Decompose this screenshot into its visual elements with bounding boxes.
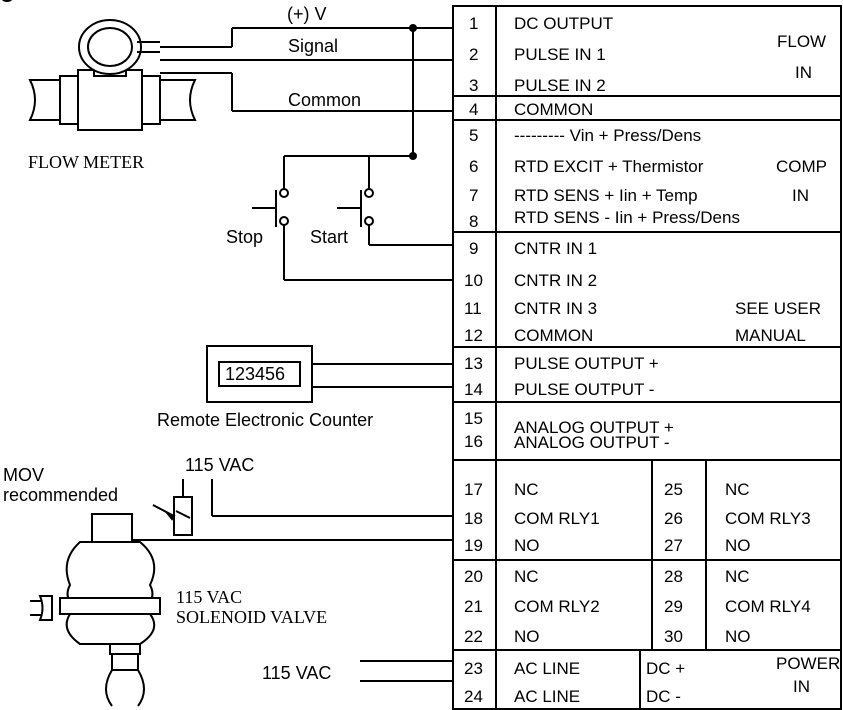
terminal-label: RTD EXCIT + Thermistor [514,157,704,176]
relay-number: 21 [464,597,483,616]
relay-label: COM RLY2 [514,597,600,616]
terminal-label: RTD SENS - Iin + Press/Dens [514,208,740,227]
common-label: Common [288,90,362,110]
terminal-label: PULSE IN 1 [514,45,606,64]
relay-number: 18 [464,509,483,528]
relay-number: 17 [464,480,483,499]
relay-label: COM RLY4 [725,597,811,616]
terminal-block-grid [452,5,842,710]
remote-counter-label: Remote Electronic Counter [157,410,374,430]
power-dc-label: DC - [646,687,681,706]
solenoid-label-1: 115 VAC [176,587,243,607]
terminal-number: 9 [469,239,479,258]
stop-label: Stop [226,227,264,247]
terminal-number: 11 [464,299,482,318]
terminal-number: 10 [464,271,483,290]
vac-bottom-label: 115 VAC [262,663,332,683]
power-number: 24 [464,687,483,706]
terminal-number: 4 [469,100,479,119]
relay-number: 29 [664,597,683,616]
relay-number: 19 [464,536,483,555]
terminal-number: 13 [464,354,483,373]
terminal-number: 15 [464,409,483,428]
relay-label: NC [725,567,750,586]
relay-number: 22 [464,627,483,646]
relay-label: NC [725,480,750,499]
terminal-label: ANALOG OUTPUT - [514,433,670,452]
stop-start-switches [252,188,374,227]
relay-number: 28 [664,567,683,586]
mov-label: MOV [3,465,45,485]
relay-label: COM RLY3 [725,509,811,528]
power-ac-label: AC LINE [514,687,581,706]
flow-meter-drawing [28,19,197,131]
terminal-number: 8 [469,212,479,231]
terminal-number: 16 [464,432,483,451]
heading-fragment: g [0,0,15,2]
relay-label: NO [514,627,540,646]
relay-label: NC [514,567,539,586]
terminal-label: CNTR IN 3 [514,299,598,318]
power-number: 23 [464,659,483,678]
terminal-number: 1 [469,14,479,33]
solenoid-valve-drawing [30,496,193,707]
comp-in-label: COMP [776,157,827,176]
terminal-label: DC OUTPUT [514,14,614,33]
relay-number: 26 [664,509,683,528]
terminal-number: 3 [469,76,479,95]
vac-top-label: 115 VAC [185,455,255,475]
terminal-label: PULSE OUTPUT - [514,380,655,399]
terminal-label: PULSE OUTPUT + [514,354,659,373]
terminal-label: COMMON [514,326,594,345]
terminal-number: 6 [469,157,479,176]
flow-meter-label: FLOW METER [28,152,145,172]
junction-dots [409,24,417,160]
relay-label: NO [725,536,751,555]
mov-recommended-label: recommended [3,485,119,505]
flow-in-label: IN [795,63,812,82]
power-in-label: POWER [776,654,841,673]
see-user-label: SEE USER [735,299,821,318]
power-dc-label: DC + [646,659,686,678]
relay-label: NO [514,536,540,555]
signal-label: Signal [288,36,339,56]
flow-in-label: FLOW [777,32,827,51]
power-in-label: IN [793,677,810,696]
remote-counter-box [206,345,313,403]
terminal-number: 2 [469,45,479,64]
relay-number: 30 [664,627,683,646]
relay-label: COM RLY1 [514,509,600,528]
relay-label: NO [725,627,751,646]
terminal-label: --------- Vin + Press/Dens [514,126,702,145]
terminal-label: CNTR IN 2 [514,271,598,290]
see-user-label: MANUAL [735,326,806,345]
start-label: Start [310,227,349,247]
relay-number: 20 [464,567,483,586]
terminal-label: CNTR IN 1 [514,239,598,258]
plus-v-label: (+) V [287,4,327,24]
terminal-label: COMMON [514,100,594,119]
comp-in-label: IN [792,186,809,205]
terminal-number: 12 [464,326,483,345]
terminal-number: 14 [464,380,483,399]
terminal-label: PULSE IN 2 [514,76,606,95]
counter-display: 123456 [225,364,286,384]
relay-number: 27 [664,536,683,555]
relay-number: 25 [664,480,683,499]
wires [112,27,453,682]
solenoid-label-2: SOLENOID VALVE [176,607,328,627]
relay-label: NC [514,480,539,499]
terminal-label: RTD SENS + Iin + Temp [514,186,698,205]
terminal-number: 5 [469,126,479,145]
terminal-number: 7 [469,186,479,205]
terminal-label: ANALOG OUTPUT + [514,418,674,437]
power-ac-label: AC LINE [514,659,581,678]
